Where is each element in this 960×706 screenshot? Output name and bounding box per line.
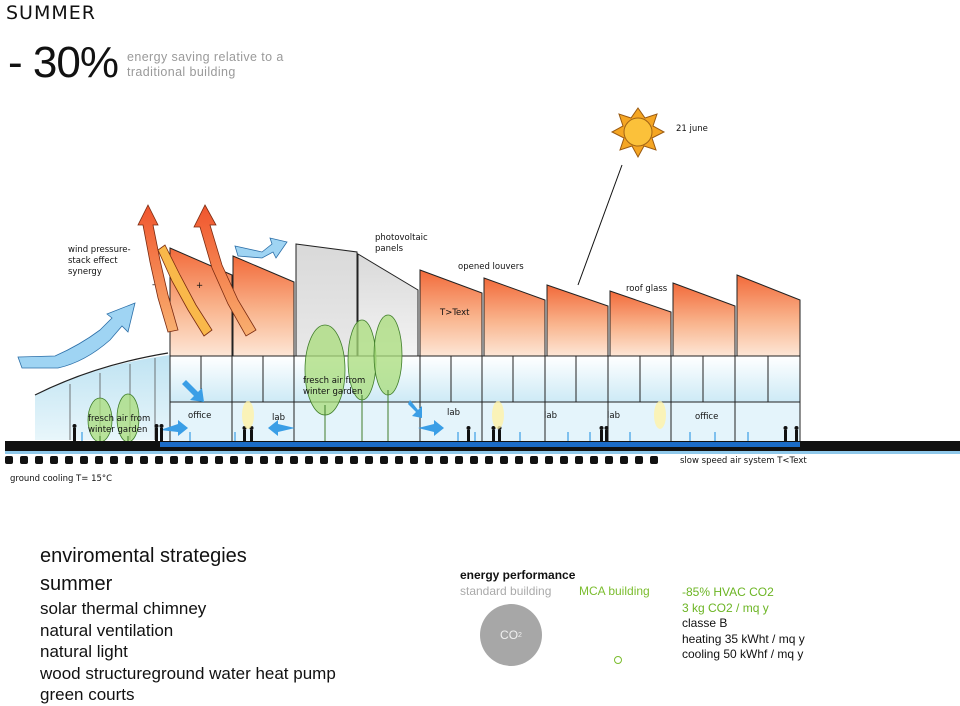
strategy-item: solar thermal chimney [40,599,207,618]
stat-line: heating 35 kWht / mq y [682,631,805,646]
floor-vent-arrows [81,432,749,442]
room-label: lab [272,413,285,423]
room-label: office [695,412,718,422]
standard-building-label: standard building [460,584,552,598]
louvers-label: opened louvers [458,262,524,272]
roof-glass-label: roof glass [626,284,668,294]
ground-cooling-label: ground cooling T= 15°C [10,474,112,484]
strategy-item: natural light [40,642,128,661]
sun-icon [610,107,666,159]
energy-saving-value: - 30% [8,38,119,87]
energy-performance-title: energy performance [460,568,576,582]
light-glow [242,401,666,429]
ground-floor [169,401,801,443]
room-label: lab [447,408,460,418]
strategy-item: natural ventilation [40,620,174,640]
fresh-air-left-label: fresch air from winter garden [88,414,153,435]
sun-ray-line [577,164,623,286]
people-silhouettes [72,424,799,442]
upper-floor [169,355,801,403]
strategies-block: enviromental strategies summer solar the… [40,542,336,706]
photovoltaic-label: photovoltaic panels [375,233,430,254]
energy-stats: -85% HVAC CO2 3 kg CO2 / mq y classe B h… [682,585,805,663]
sawtooth-roofs [419,269,801,357]
strategies-season: summer [40,573,113,595]
minus-sign: - [152,280,155,290]
room-label: office [188,411,211,421]
temperature-label: T>Text [439,308,470,318]
energy-saving-description: energy saving relative to a traditional … [127,50,284,79]
green-court-trees [87,314,403,443]
co2-subscript: 2 [518,631,522,639]
wind-arrows [17,237,288,369]
sun-date-label: 21 june [676,124,708,134]
stat-line: -85% HVAC CO2 [682,585,774,599]
fresh-air-center-label: fresch air from winter garden [303,376,368,397]
plus-sign: + [196,281,203,291]
floor-air-plenum [160,442,800,447]
airflow-arrows [160,380,444,436]
wind-label: wind pressure- stack effect synergy [68,245,133,277]
stat-line: cooling 50 kWhf / mq y [682,647,804,661]
stat-line: classe B [682,616,728,630]
foundation-pads [5,456,658,464]
strategy-item: green courts [40,685,135,704]
room-label: lab [607,411,620,421]
mca-building-label: MCA building [579,584,650,598]
ground-cooling-layer [5,451,960,454]
strategies-title: enviromental strategies [40,545,247,567]
season-title: SUMMER [6,2,96,24]
stat-line: 3 kg CO2 / mq y [682,600,769,615]
air-system-label: slow speed air system T<Text [680,456,807,466]
co2-label: CO [500,628,519,642]
strategy-item: wood structureground water heat pump [40,663,336,683]
stack-effect-arrows [137,204,257,337]
room-label: lab [544,411,557,421]
mca-co2-dot [614,656,622,664]
